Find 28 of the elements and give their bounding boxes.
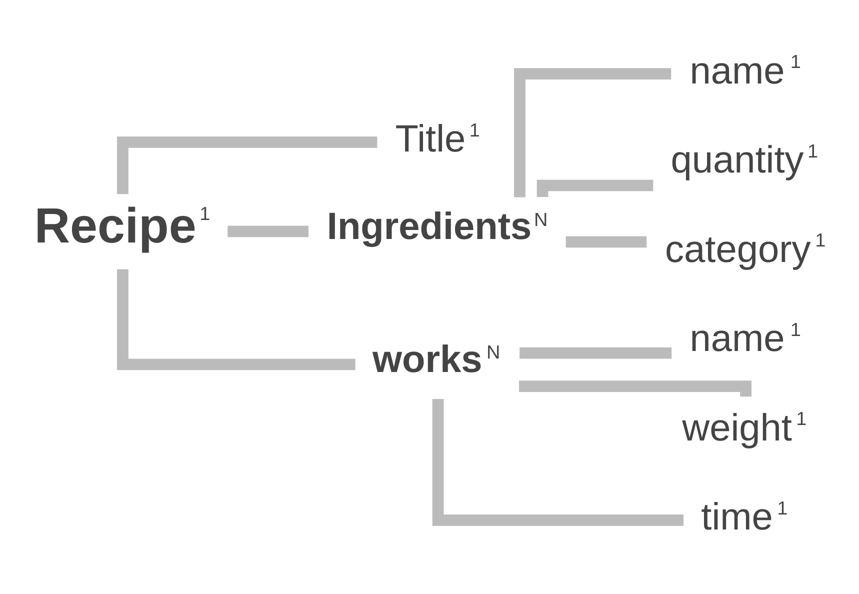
- node-text: weight: [682, 407, 792, 450]
- node-text: quantity: [670, 140, 804, 182]
- connector: [514, 68, 672, 198]
- node-label: N: [534, 210, 548, 231]
- node-label: 1: [796, 409, 807, 430]
- connector: [117, 269, 356, 370]
- connector: [432, 399, 684, 526]
- node-label: 1: [815, 230, 826, 252]
- node-text: name: [690, 318, 785, 360]
- node-label: 1: [790, 320, 801, 341]
- connector: [566, 236, 647, 248]
- connector: [228, 226, 308, 238]
- node-text: name: [690, 50, 785, 92]
- node-text: time: [701, 496, 773, 539]
- node-label: N: [486, 342, 500, 364]
- node-label: 1: [469, 120, 480, 142]
- node-label: 1: [790, 52, 801, 74]
- node-text: works: [372, 339, 482, 382]
- node-text: Recipe: [34, 198, 196, 254]
- node-text: Title: [395, 118, 466, 161]
- connector: [117, 136, 378, 194]
- node-text: category: [665, 228, 811, 271]
- node-label: 1: [777, 498, 788, 520]
- node-text: Ingredients: [326, 206, 532, 248]
- connector: [536, 180, 654, 198]
- connector: [520, 347, 672, 359]
- node-label: 1: [200, 204, 210, 226]
- node-label: 1: [808, 141, 818, 162]
